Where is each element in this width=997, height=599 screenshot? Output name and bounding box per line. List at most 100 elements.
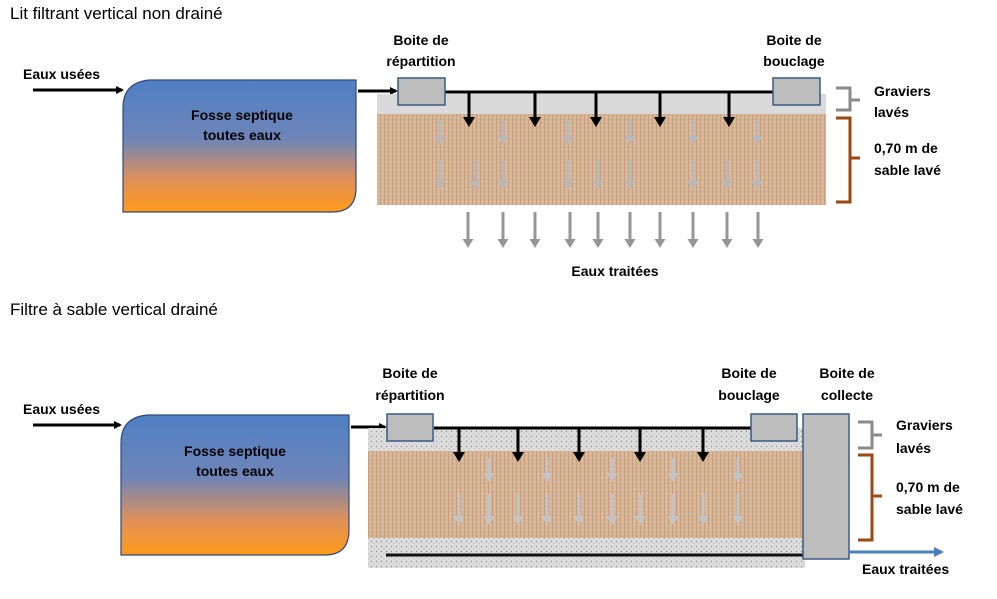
percolation-arrow <box>497 120 509 145</box>
percolation-arrow <box>732 494 744 525</box>
diagram2-inlet-label: Eaux usées <box>23 401 100 417</box>
distribution-outlet-arrow <box>590 92 602 127</box>
percolation-arrow <box>497 160 509 190</box>
percolation-arrow <box>751 120 763 145</box>
percolation-arrow <box>592 160 604 190</box>
percolation-arrow <box>573 494 585 525</box>
diagram1-septic-tank <box>122 79 357 213</box>
distribution-outlet-arrow <box>654 92 666 127</box>
percolation-arrow <box>434 120 446 145</box>
diagram2-distribution-outlets <box>453 428 709 462</box>
diagram2-distribution-box-label-2: répartition <box>375 387 444 403</box>
distribution-outlet-arrow <box>573 428 585 462</box>
diagram1-distribution-box <box>397 77 446 106</box>
diagram1-tank-label-1: Fosse septique <box>191 107 293 123</box>
diagram2-loop-box-label-2: bouclage <box>718 387 780 403</box>
diagram1-gravel-label-1: Graviers <box>874 83 931 99</box>
percolation-arrow <box>687 120 699 145</box>
diagram1-sand-label-2: sable lavé <box>874 162 941 178</box>
outflow-arrow <box>564 212 576 248</box>
percolation-arrow <box>721 160 733 190</box>
percolation-arrow <box>687 160 699 190</box>
diagram1-outlet-label: Eaux traitées <box>571 263 658 279</box>
percolation-arrow <box>667 458 679 482</box>
outflow-arrow <box>654 212 666 248</box>
diagram2-gravel-drain-layer <box>368 538 805 568</box>
diagram1-loop-box-label-2: bouclage <box>763 53 825 69</box>
distribution-outlet-arrow <box>529 92 541 127</box>
diagram1-sand-label-1: 0,70 m de <box>874 140 938 156</box>
diagram2-gravel-top-layer <box>368 428 805 451</box>
diagram1-sand-brace <box>836 116 860 204</box>
outflow-arrow <box>624 212 636 248</box>
percolation-arrow <box>697 494 709 525</box>
outflow-arrow <box>497 212 509 248</box>
diagram2-distribution-box <box>386 413 434 442</box>
diagram2-loop-box-label-1: Boite de <box>721 365 776 381</box>
percolation-arrow <box>453 494 465 525</box>
percolation-arrow <box>624 120 636 145</box>
percolation-arrow <box>541 494 553 525</box>
diagram2-outlet-label: Eaux traitées <box>862 561 949 577</box>
diagram1-distribution-box-label-1: Boite de <box>393 32 448 48</box>
percolation-arrow <box>512 494 524 525</box>
percolation-arrow <box>606 494 618 525</box>
diagram2-distribution-box-label-1: Boite de <box>382 365 437 381</box>
outflow-arrow <box>721 212 733 248</box>
diagram1-distribution-box-label-2: répartition <box>386 53 455 69</box>
percolation-arrow <box>562 160 574 190</box>
diagram2-sand-label-2: sable lavé <box>896 501 963 517</box>
distribution-outlet-arrow <box>512 428 524 462</box>
percolation-arrow <box>541 458 553 482</box>
diagram1-loop-box <box>772 77 821 106</box>
outflow-arrow <box>592 212 604 248</box>
diagram2-sand-layer <box>368 451 805 538</box>
diagram2-sand-brace <box>858 453 882 542</box>
diagram1-gravel-brace <box>836 86 860 112</box>
percolation-arrow <box>483 494 495 525</box>
diagram1-title: Lit filtrant vertical non drainé <box>10 4 223 23</box>
distribution-outlet-arrow <box>453 428 465 462</box>
diagram2-loop-box <box>750 413 798 442</box>
diagram1-inlet-label: Eaux usées <box>23 66 100 82</box>
percolation-arrow <box>634 494 646 525</box>
diagram1-gravel-label-2: lavés <box>874 104 909 120</box>
diagram1-gravel-layer <box>377 94 826 114</box>
diagram2-percolation-arrows <box>453 458 744 525</box>
distribution-outlet-arrow <box>723 92 735 127</box>
outflow-arrow <box>462 212 474 248</box>
percolation-arrow <box>483 458 495 482</box>
diagram2-title: Filtre à sable vertical drainé <box>10 300 218 319</box>
distribution-outlet-arrow <box>634 428 646 462</box>
diagram2-gravel-brace <box>858 420 882 450</box>
diagram2-collect-box-label-2: collecte <box>821 387 873 403</box>
outflow-arrow <box>529 212 541 248</box>
diagram2-sand-label-1: 0,70 m de <box>896 479 960 495</box>
diagram2-gravel-label-2: lavés <box>896 440 931 456</box>
outflow-arrow <box>752 212 764 248</box>
diagram2-gravel-label-1: Graviers <box>896 417 953 433</box>
diagram1-outflow-arrows <box>462 212 764 248</box>
diagram-drained: Filtre à sable vertical drainé Eaux usée… <box>10 300 963 577</box>
diagram2-collect-box-label-1: Boite de <box>819 365 874 381</box>
diagram1-tank-label-2: toutes eaux <box>203 127 281 143</box>
percolation-arrow <box>667 494 679 525</box>
diagram1-percolation-arrows <box>434 120 763 190</box>
distribution-outlet-arrow <box>463 92 475 127</box>
percolation-arrow <box>606 458 618 482</box>
diagram2-septic-tank <box>120 414 350 556</box>
percolation-arrow <box>469 160 481 190</box>
diagram2-tank-label-2: toutes eaux <box>196 463 274 479</box>
outflow-arrow <box>687 212 699 248</box>
diagram1-distribution-outlets <box>463 92 735 127</box>
distribution-outlet-arrow <box>697 428 709 462</box>
diagram2-tank-label-1: Fosse septique <box>184 443 286 459</box>
percolation-arrow <box>562 120 574 145</box>
diagram2-collect-box <box>802 413 850 560</box>
percolation-arrow <box>732 458 744 482</box>
diagram-non-drained: Lit filtrant vertical non drainé Eaux us… <box>10 4 941 279</box>
percolation-arrow <box>751 160 763 190</box>
percolation-arrow <box>624 160 636 190</box>
percolation-arrow <box>434 160 446 190</box>
